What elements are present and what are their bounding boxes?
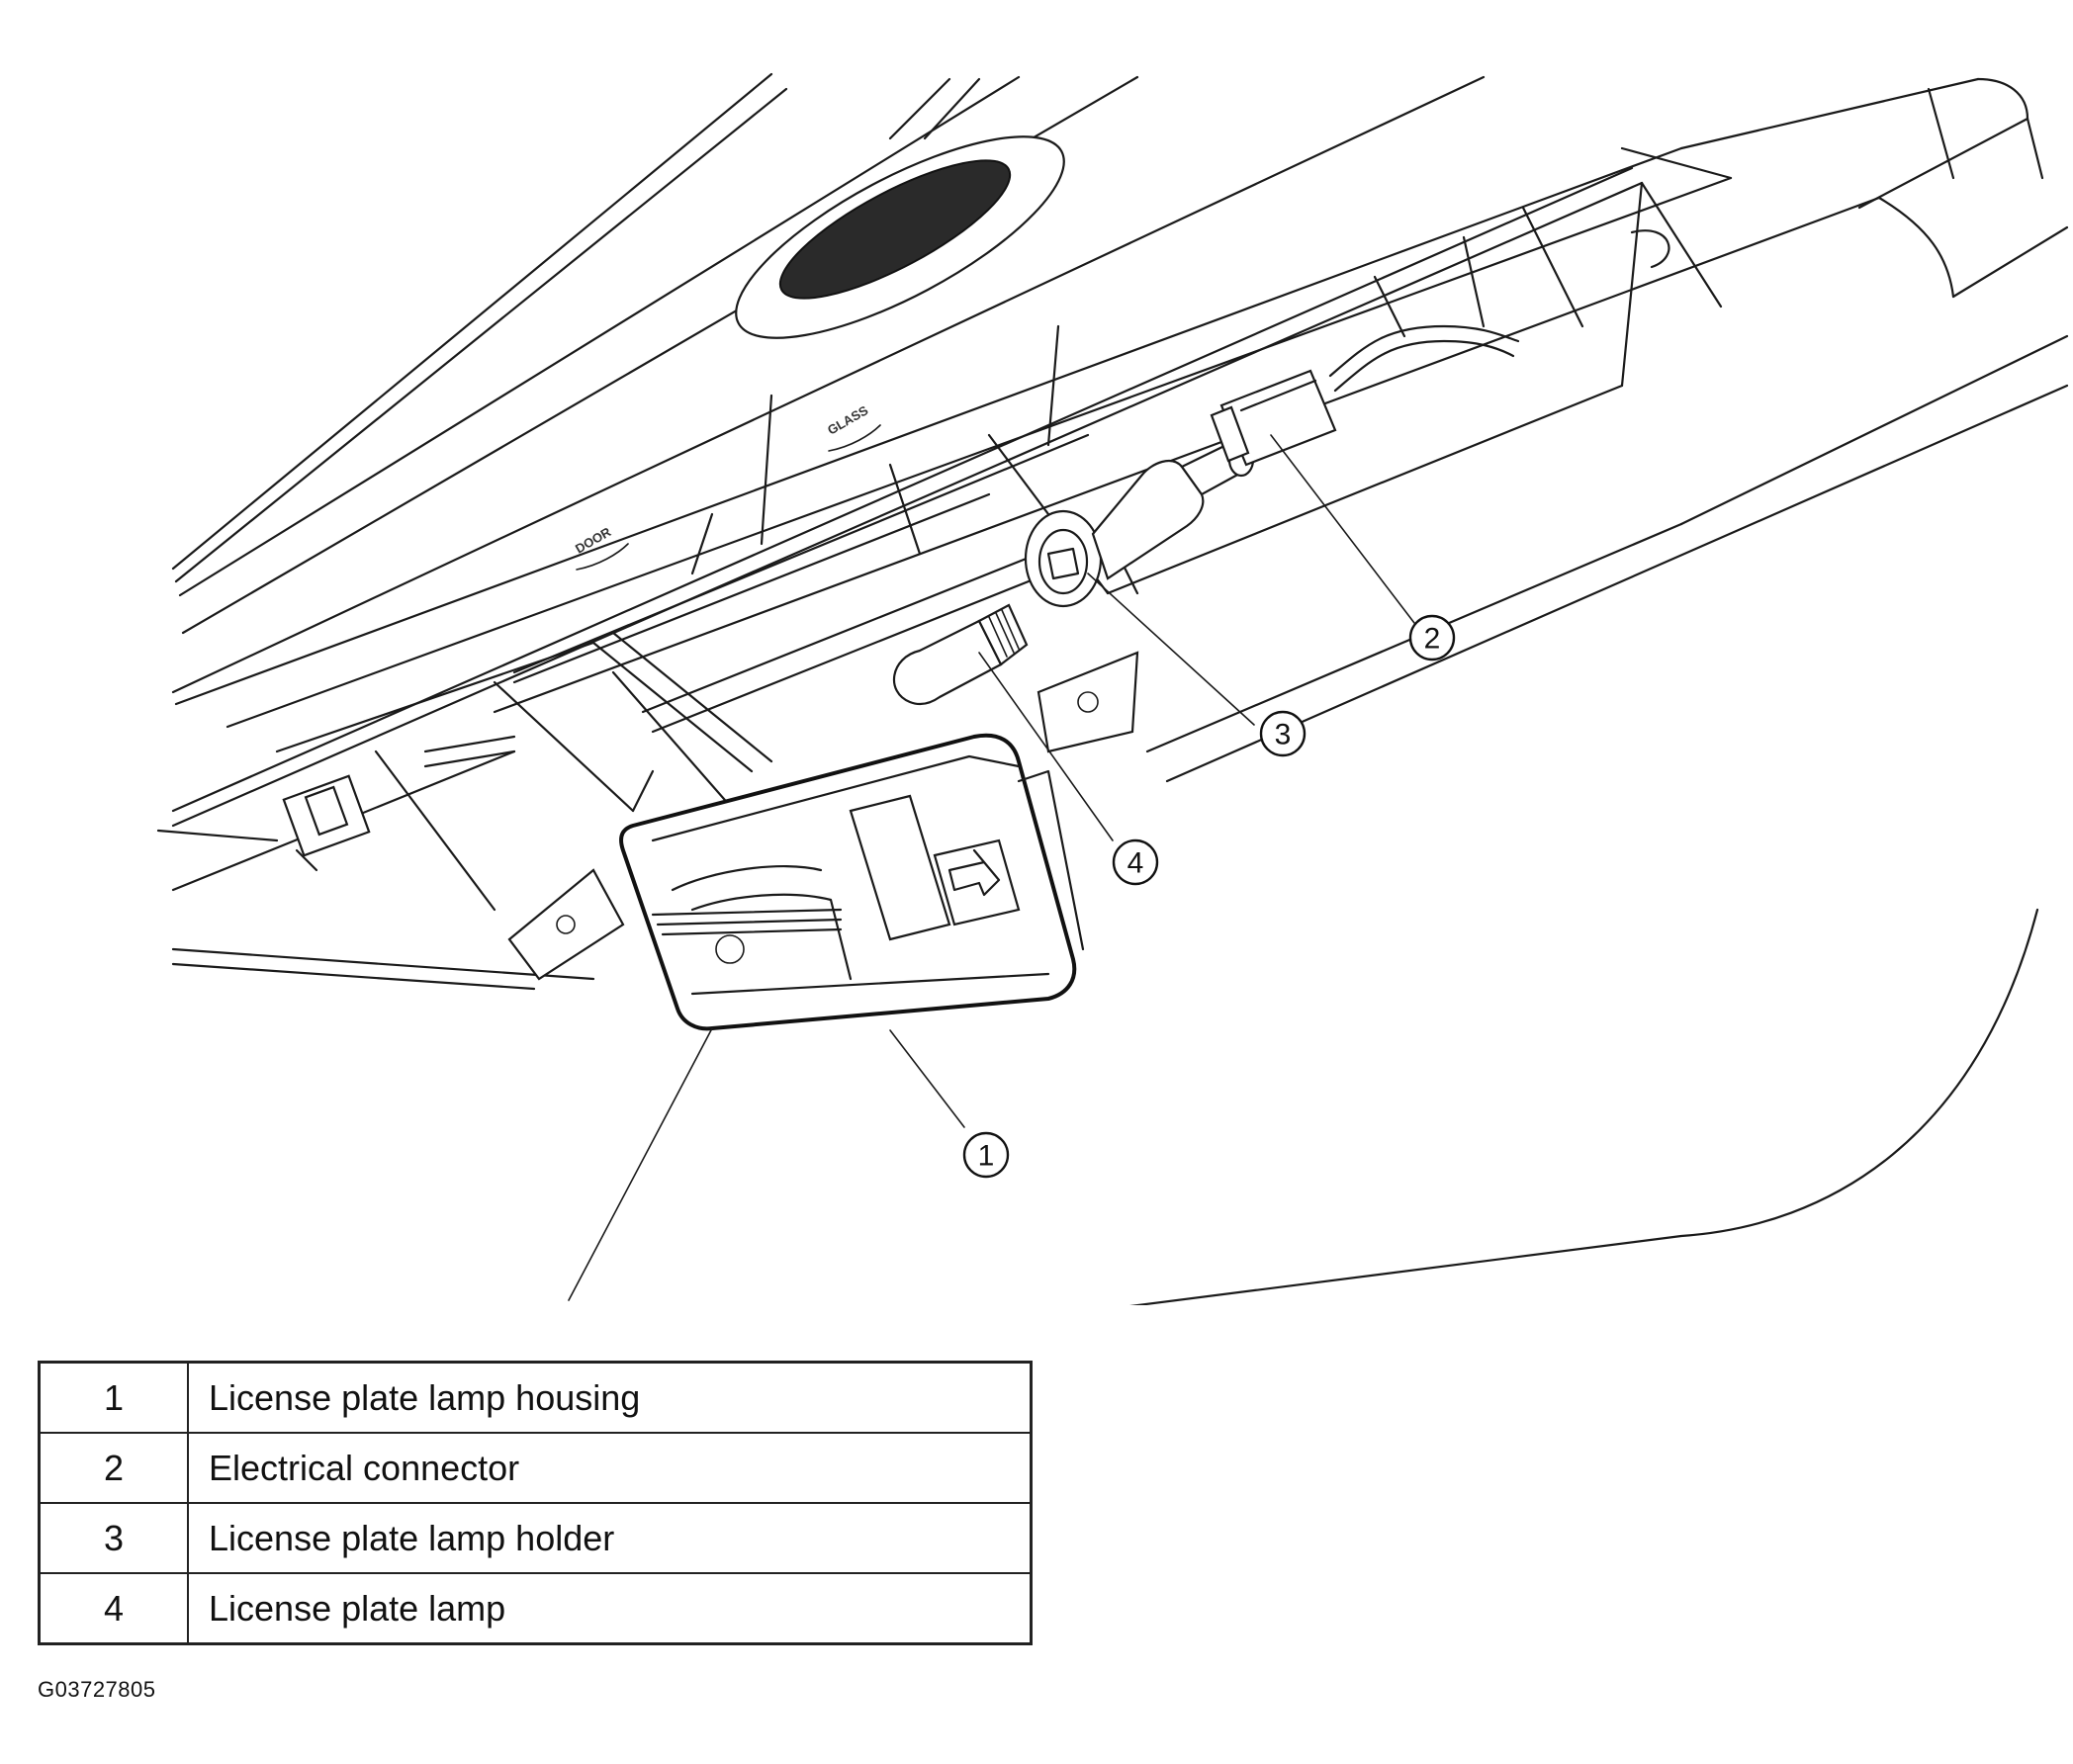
legend-description: License plate lamp housing — [187, 1361, 1033, 1434]
callout-4: 4 — [1112, 838, 1159, 886]
electrical-connector — [1210, 324, 1520, 467]
callout-2: 2 — [1408, 614, 1456, 662]
liftgate-outline — [171, 72, 2069, 1305]
table-row: 4 License plate lamp — [38, 1572, 1033, 1645]
callout-3: 3 — [1259, 710, 1307, 757]
callout-1: 1 — [962, 1131, 1010, 1179]
svg-text:GLASS: GLASS — [825, 402, 871, 438]
svg-text:DOOR: DOOR — [573, 524, 614, 557]
legend-description: Electrical connector — [187, 1432, 1033, 1504]
svg-text:4: 4 — [1127, 847, 1144, 880]
embossed-glass-label: GLASS — [825, 402, 881, 452]
license-plate-lamp-holder — [1024, 442, 1255, 608]
legend-number: 4 — [38, 1572, 189, 1645]
mounting-tab-right — [1036, 651, 1139, 753]
legend-description: License plate lamp — [187, 1572, 1033, 1645]
leader-lines — [568, 434, 1415, 1301]
table-row: 2 Electrical connector — [38, 1432, 1033, 1504]
svg-text:2: 2 — [1424, 623, 1441, 656]
legend-number: 2 — [38, 1432, 189, 1504]
rear-emblem — [735, 77, 1065, 339]
legend-number: 1 — [38, 1361, 189, 1434]
legend-number: 3 — [38, 1502, 189, 1574]
svg-text:1: 1 — [978, 1140, 995, 1173]
license-plate-lamp-diagram: GLASS DOOR — [156, 72, 2069, 1305]
table-row: 3 License plate lamp holder — [38, 1502, 1033, 1574]
figure-id: G03727805 — [38, 1677, 156, 1702]
svg-text:3: 3 — [1275, 719, 1292, 751]
left-latch-connector — [156, 735, 516, 872]
license-plate-lamp-housing — [619, 733, 1085, 1031]
legend-description: License plate lamp holder — [187, 1502, 1033, 1574]
table-row: 1 License plate lamp housing — [38, 1361, 1033, 1434]
license-plate-lamp-bulb — [892, 603, 1029, 706]
lamp-recess — [171, 166, 1723, 912]
mounting-tab-left — [507, 868, 625, 981]
callout-legend-table: 1 License plate lamp housing 2 Electrica… — [38, 1361, 1033, 1645]
